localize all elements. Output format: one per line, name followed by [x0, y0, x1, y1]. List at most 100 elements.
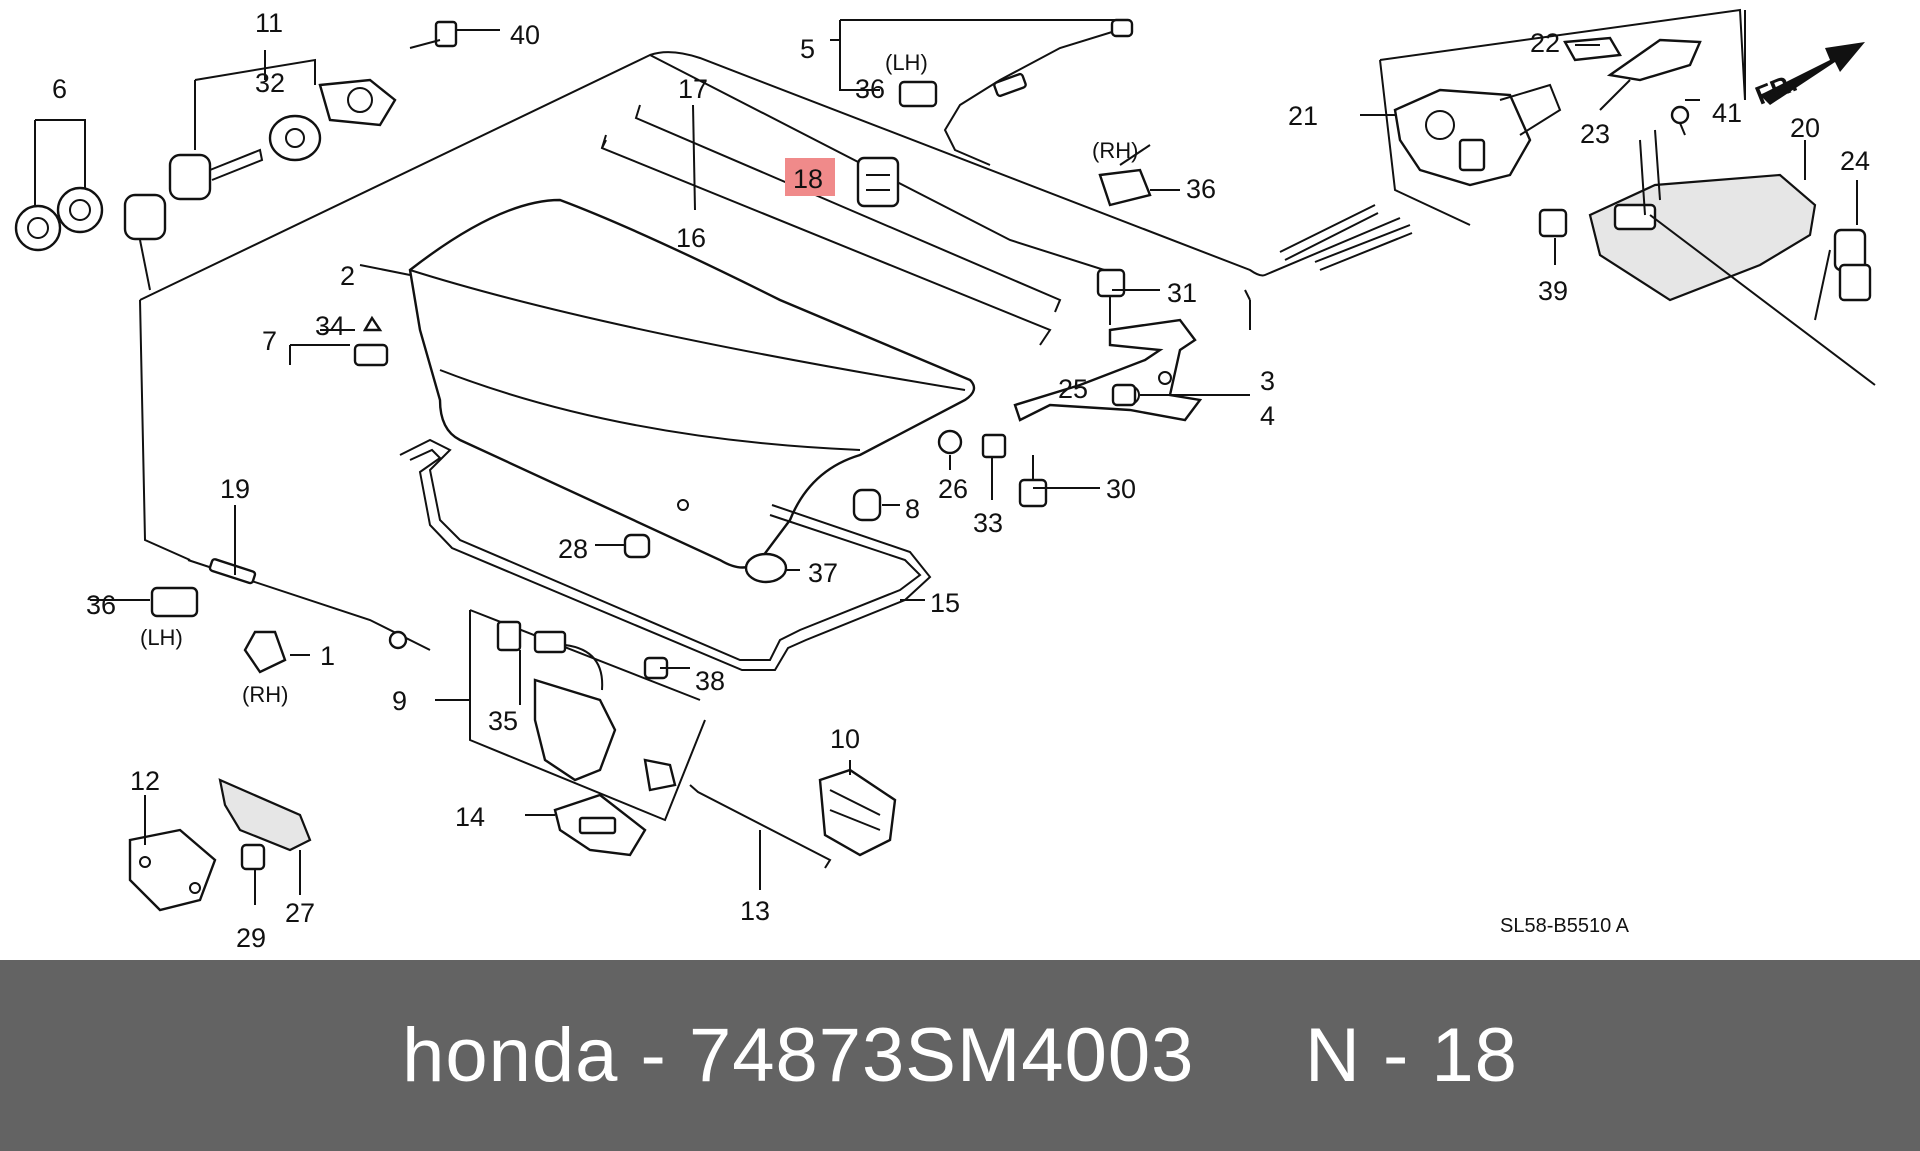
diagram-position: N - 18 — [1304, 1013, 1518, 1098]
callout-26[interactable]: 26 — [938, 474, 968, 504]
callout-18[interactable]: 18 — [793, 164, 823, 194]
callout-12[interactable]: 12 — [130, 766, 160, 796]
brand-name: honda — [402, 1013, 619, 1098]
bumper-8[interactable] — [852, 488, 882, 522]
clip-36-top[interactable] — [898, 80, 938, 108]
strut-pair[interactable] — [1279, 204, 1413, 271]
leader-bracket-6 — [34, 119, 86, 205]
callout-31[interactable]: 31 — [1167, 278, 1197, 308]
callout-36-top[interactable]: 36 — [855, 74, 885, 104]
cap-37[interactable] — [744, 552, 788, 584]
clip-33[interactable] — [981, 433, 1007, 459]
callout-24[interactable]: 24 — [1840, 146, 1870, 176]
bolt-40[interactable] — [409, 20, 458, 49]
drawing-code: SL58-B5510 A — [1500, 915, 1630, 937]
cylinder-11[interactable] — [318, 78, 397, 127]
highlight-box-18 — [785, 158, 835, 196]
callout-39[interactable]: 39 — [1538, 276, 1568, 306]
striker-14[interactable] — [553, 793, 647, 857]
callout-3[interactable]: 3 — [1260, 366, 1275, 396]
rod-13[interactable] — [689, 784, 832, 869]
bolt-31[interactable] — [1096, 268, 1126, 325]
callout-16[interactable]: 16 — [676, 223, 706, 253]
callout-27[interactable]: 27 — [285, 898, 315, 928]
callout-14[interactable]: 14 — [455, 802, 485, 832]
clip-34[interactable] — [362, 315, 383, 332]
clip-near-latch[interactable] — [643, 758, 677, 792]
caption-separator: - — [640, 1013, 667, 1098]
trunk-lid[interactable] — [408, 198, 976, 569]
key-24[interactable] — [1649, 214, 1876, 386]
note-rh-top: (RH) — [1092, 138, 1138, 163]
note-lh-top: (LH) — [885, 50, 928, 75]
callout-37[interactable]: 37 — [808, 558, 838, 588]
plate-27[interactable] — [218, 778, 312, 852]
callout-11[interactable]: 11 — [255, 8, 283, 38]
callout-17[interactable]: 17 — [678, 74, 708, 104]
bolt-30[interactable] — [1018, 455, 1048, 508]
cylinder-seal-6[interactable] — [14, 186, 104, 252]
callout-32[interactable]: 32 — [255, 68, 285, 98]
callout-13[interactable]: 13 — [740, 896, 770, 926]
callout-6[interactable]: 6 — [52, 74, 67, 104]
cover-10[interactable] — [818, 768, 897, 857]
callout-10[interactable]: 10 — [830, 724, 860, 754]
plate-23[interactable] — [1606, 38, 1702, 82]
grommet-28[interactable] — [623, 533, 651, 559]
callout-25[interactable]: 25 — [1058, 374, 1088, 404]
assembly-frame — [139, 51, 1401, 561]
callout-29[interactable]: 29 — [236, 923, 266, 953]
screw-41[interactable] — [1670, 105, 1690, 136]
cushion-7[interactable] — [353, 343, 389, 367]
opener-cable-19[interactable] — [187, 558, 431, 651]
part-caption-bar: honda - 74873SM4003 N - 18 — [0, 960, 1920, 1151]
callout-28[interactable]: 28 — [558, 534, 588, 564]
callout-34[interactable]: 34 — [315, 311, 345, 341]
bolt-29[interactable] — [240, 843, 266, 871]
torsion-bar-17[interactable] — [634, 104, 1062, 313]
lock-housing-20[interactable] — [1588, 129, 1817, 302]
callout-2[interactable]: 2 — [340, 261, 355, 291]
clip-36-rh[interactable] — [1098, 168, 1152, 207]
front-direction-arrow: FR. — [1751, 42, 1865, 111]
callout-7[interactable]: 7 — [262, 326, 277, 356]
callout-4[interactable]: 4 — [1260, 401, 1275, 431]
callout-8[interactable]: 8 — [905, 494, 920, 524]
bolt-39[interactable] — [1538, 208, 1568, 238]
note-rh-left: (RH) — [242, 682, 288, 707]
callout-35[interactable]: 35 — [488, 706, 518, 736]
callout-21[interactable]: 21 — [1288, 101, 1318, 131]
note-lh-left: (LH) — [140, 625, 183, 650]
clip-1[interactable] — [243, 630, 287, 674]
latch-assembly[interactable] — [1393, 83, 1562, 187]
callout-36-rh[interactable]: 36 — [1186, 174, 1216, 204]
nut-25[interactable] — [1111, 383, 1137, 407]
bracket-12[interactable] — [128, 828, 217, 912]
callout-20[interactable]: 20 — [1790, 113, 1820, 143]
callout-23[interactable]: 23 — [1580, 119, 1610, 149]
torsion-bar-16[interactable] — [600, 134, 1052, 346]
part-18-clip[interactable] — [856, 156, 900, 208]
weatherstrip[interactable] — [399, 438, 932, 671]
callout-38[interactable]: 38 — [695, 666, 725, 696]
clip-26[interactable] — [937, 429, 963, 455]
callout-22[interactable]: 22 — [1530, 28, 1560, 58]
callout-41[interactable]: 41 — [1712, 98, 1742, 128]
gasket-32[interactable] — [268, 114, 322, 162]
trunk-latch-9[interactable] — [496, 620, 617, 782]
callout-36-lh[interactable]: 36 — [86, 590, 116, 620]
callout-30[interactable]: 30 — [1106, 474, 1136, 504]
callout-19[interactable]: 19 — [220, 474, 250, 504]
callout-15[interactable]: 15 — [930, 588, 960, 618]
hinge-3-4[interactable] — [1013, 318, 1203, 422]
leader-bracket-11 — [194, 58, 316, 150]
callout-9[interactable]: 9 — [392, 686, 407, 716]
callout-33[interactable]: 33 — [973, 508, 1003, 538]
callout-40[interactable]: 40 — [510, 20, 540, 50]
plate-22[interactable] — [1563, 36, 1622, 62]
part-number: 74873SM4003 — [688, 1013, 1195, 1098]
callout-5[interactable]: 5 — [800, 34, 815, 64]
callout-1[interactable]: 1 — [320, 641, 335, 671]
key-set-11[interactable] — [123, 148, 264, 291]
clip-36-lh[interactable] — [150, 586, 199, 618]
